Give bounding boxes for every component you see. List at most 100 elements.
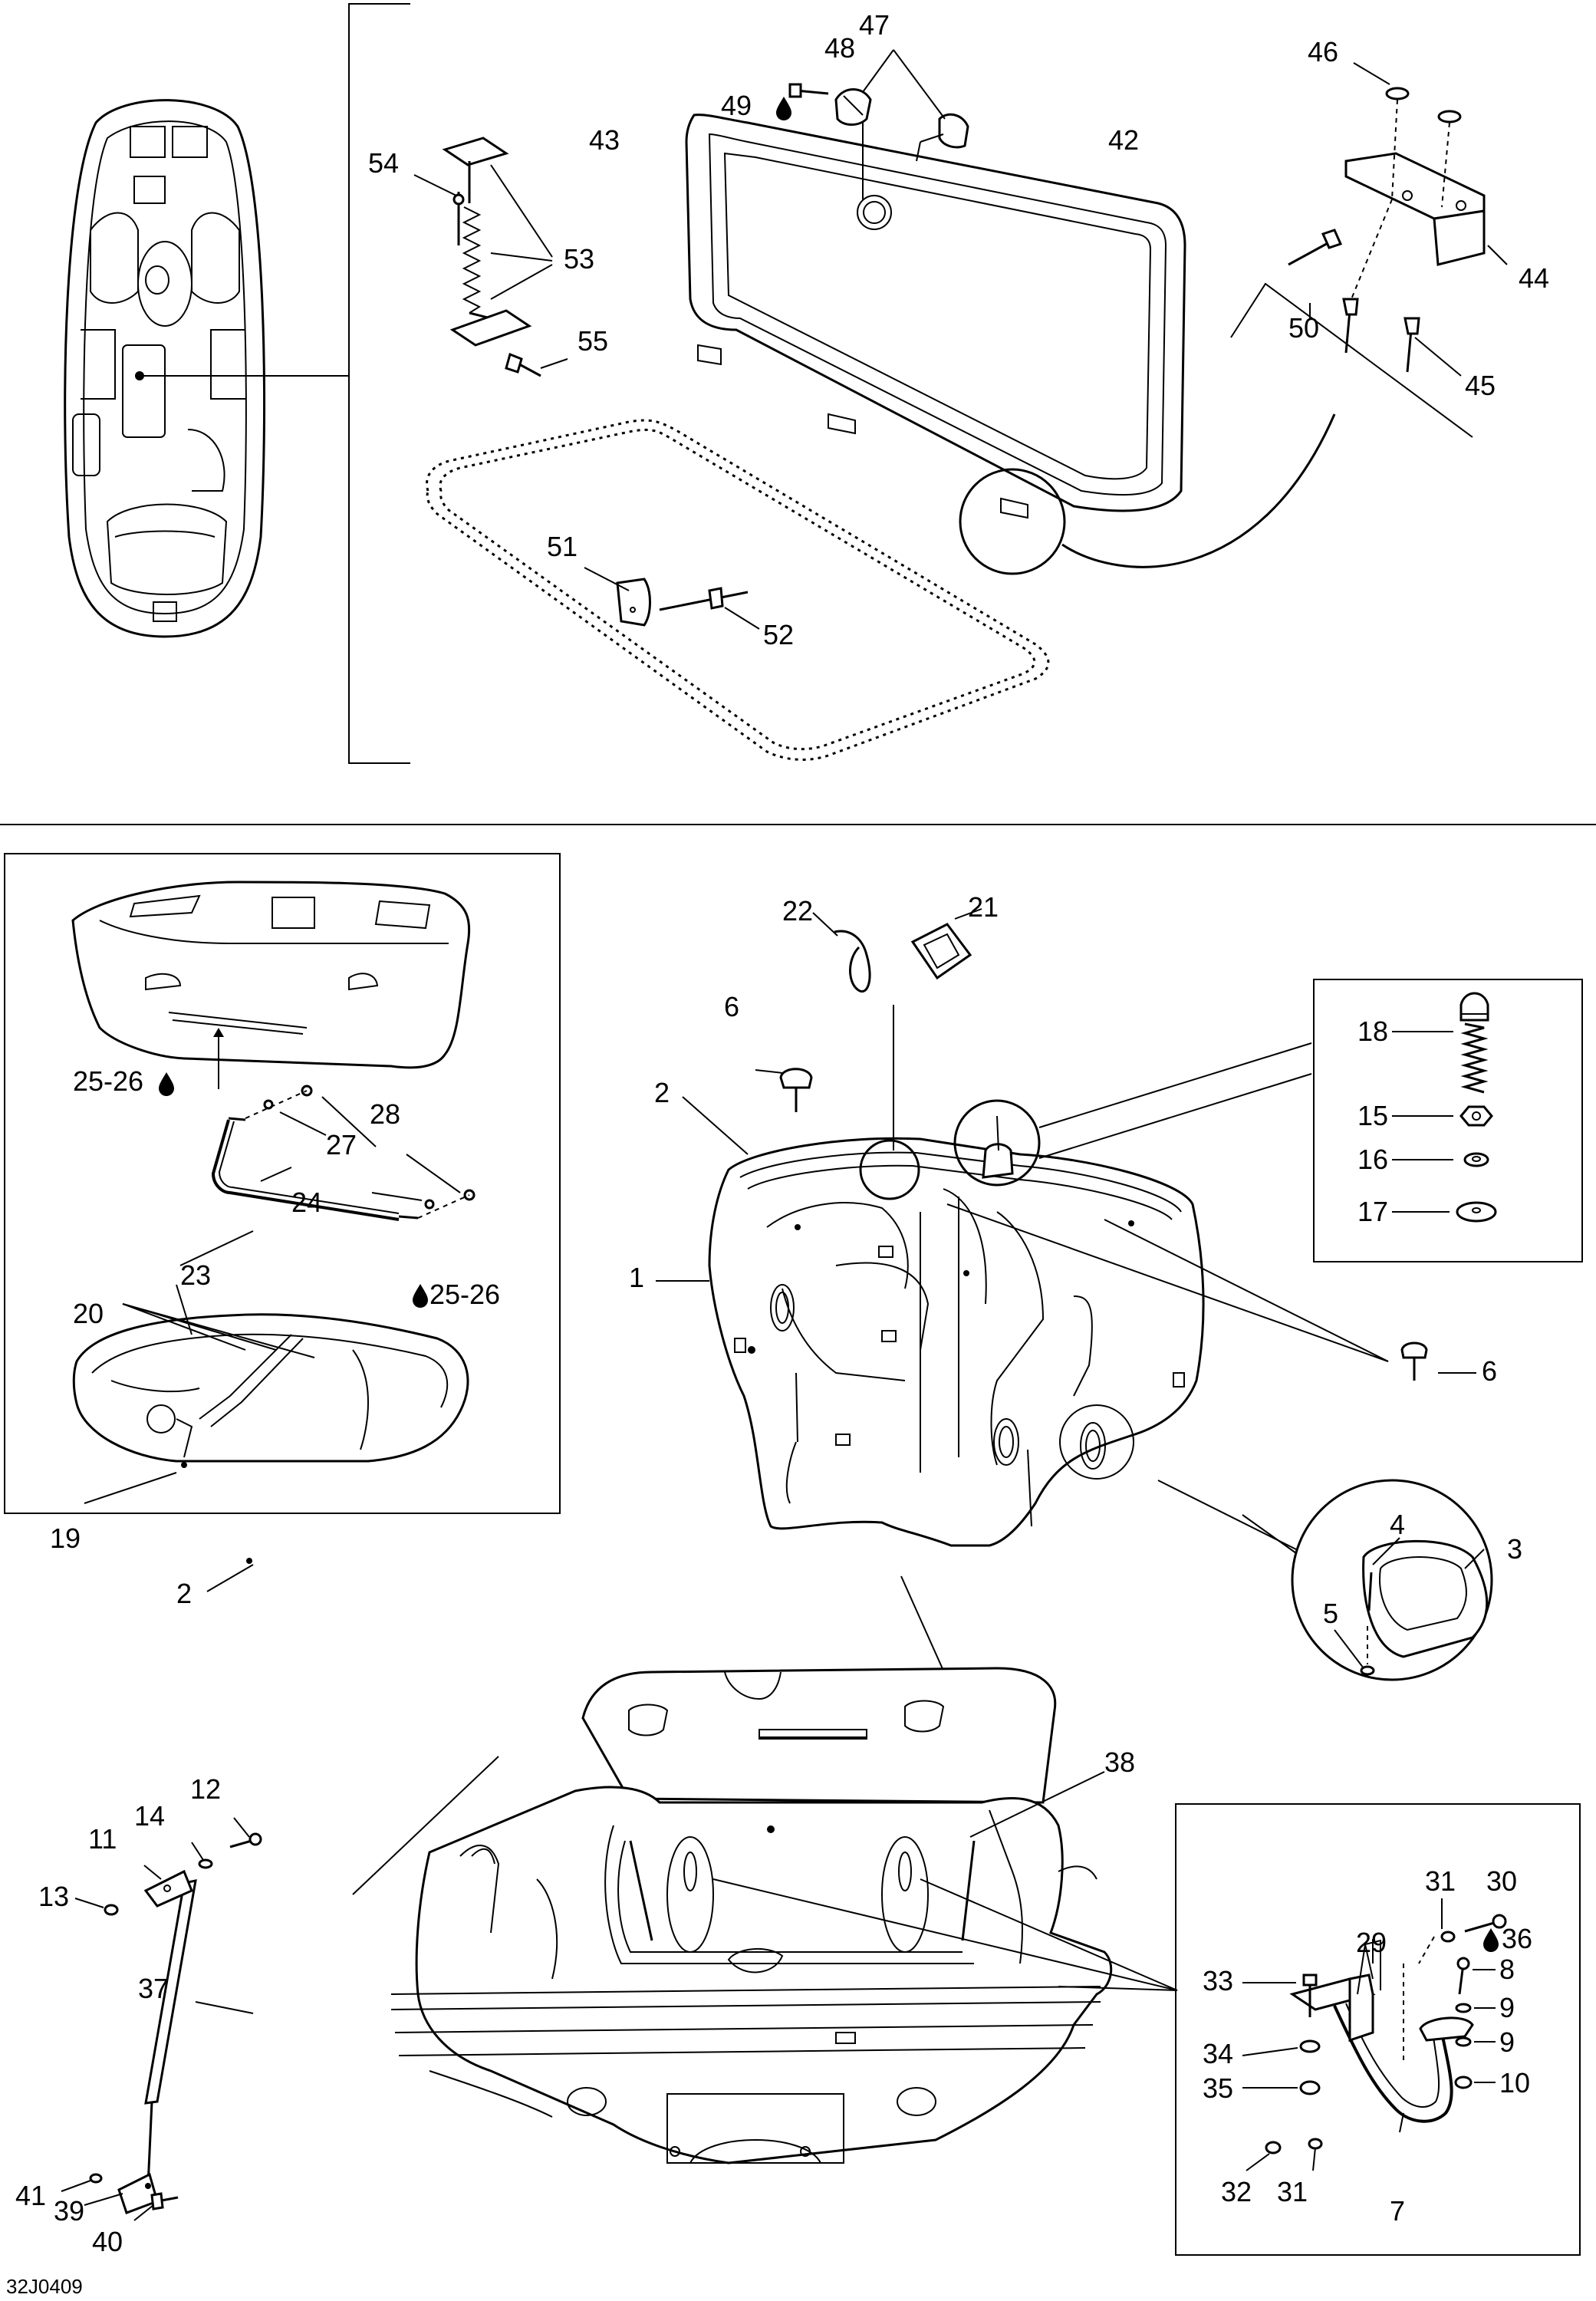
bolt-30 <box>1464 1914 1507 1933</box>
oil-drop-icon <box>413 1284 428 1308</box>
label-29: 29 <box>1356 1927 1387 1958</box>
label-15: 15 <box>1357 1100 1388 1131</box>
label-11: 11 <box>88 1823 117 1855</box>
hood-spring-53 <box>442 137 553 347</box>
label-27: 27 <box>326 1129 357 1160</box>
nut-10 <box>1454 2076 1496 2089</box>
rivet-52 <box>659 587 760 630</box>
label-35: 35 <box>1203 2072 1233 2104</box>
nut-41 <box>61 2173 103 2192</box>
bracket-11 <box>143 1865 193 1908</box>
nut-35 <box>1242 2080 1321 2095</box>
label-6-right: 6 <box>1482 1355 1497 1387</box>
label-9-b: 9 <box>1499 2026 1515 2058</box>
label-41: 41 <box>15 2180 46 2211</box>
storage-bin-top <box>71 881 471 1089</box>
label-55: 55 <box>578 325 608 357</box>
label-33: 33 <box>1203 1965 1233 1997</box>
washers-9 <box>1455 2003 1496 2047</box>
hood-opening-outline <box>426 419 1050 761</box>
label-34: 34 <box>1203 2038 1233 2069</box>
washer-17 <box>1392 1201 1497 1223</box>
label-52: 52 <box>763 619 794 650</box>
screw-48 <box>788 83 829 98</box>
label-32: 32 <box>1221 2176 1252 2207</box>
latch-47 <box>834 49 969 199</box>
label-22: 22 <box>782 895 813 927</box>
bolts-24-27-28 <box>228 1085 476 1220</box>
storage-tray-bottom <box>72 1284 469 1592</box>
label-3: 3 <box>1507 1533 1522 1565</box>
nut-15 <box>1392 1105 1493 1127</box>
label-2-inset: 2 <box>176 1578 192 1609</box>
rivet-54 <box>413 174 465 245</box>
label-51: 51 <box>547 531 578 562</box>
bolt-8 <box>1456 1957 1496 1995</box>
label-12: 12 <box>190 1773 221 1805</box>
label-2-tub: 2 <box>654 1077 670 1108</box>
rear-deck-assembly <box>195 1667 1178 2164</box>
label-4: 4 <box>1390 1509 1405 1540</box>
gas-spring-37 <box>144 1879 197 2187</box>
top-bracket <box>348 3 410 764</box>
label-7: 7 <box>1390 2195 1405 2227</box>
upper-right-inset-frame <box>1313 979 1583 1262</box>
label-9-a: 9 <box>1499 1992 1515 2023</box>
ski-pole-handle-7 <box>1333 2003 1474 2133</box>
hood-cover-assembly <box>685 114 1336 575</box>
label-30: 30 <box>1486 1865 1517 1897</box>
label-49: 49 <box>721 90 752 121</box>
bolt-33 <box>1242 1973 1318 2017</box>
bolt-18 <box>1392 992 1489 1094</box>
label-31-top: 31 <box>1425 1865 1456 1897</box>
washer-31 <box>1308 1898 1456 2171</box>
label-40: 40 <box>92 2226 123 2257</box>
label-20: 20 <box>73 1298 104 1329</box>
left-inset-frame <box>4 853 561 1514</box>
label-38: 38 <box>1104 1746 1135 1778</box>
label-46: 46 <box>1308 36 1338 67</box>
label-50: 50 <box>1288 312 1319 344</box>
label-31-bottom: 31 <box>1277 2176 1308 2207</box>
nut-32 <box>1246 2141 1282 2171</box>
lower-right-inset-frame <box>1175 1803 1581 2256</box>
oil-drop-icon <box>776 97 791 120</box>
reference-code: 32J0409 <box>6 2275 83 2298</box>
handle-23 <box>179 1119 400 1266</box>
label-25-26-bottom: 25-26 <box>429 1279 500 1310</box>
drain-cup-inset <box>1157 1479 1493 1681</box>
label-24: 24 <box>291 1187 322 1218</box>
rivet-40 <box>133 2192 179 2221</box>
push-rivet-6 <box>779 1068 1428 1381</box>
washer-34 <box>1242 2039 1321 2056</box>
oil-drop-icon <box>1483 1928 1499 1952</box>
rivet-55 <box>505 352 568 377</box>
label-37: 37 <box>138 1973 169 2004</box>
label-6-top: 6 <box>724 991 739 1022</box>
hinge-callout-bracket <box>1230 282 1473 438</box>
label-25-26-top: 25-26 <box>73 1065 143 1097</box>
label-21: 21 <box>968 891 999 923</box>
label-54: 54 <box>368 147 399 179</box>
label-16: 16 <box>1357 1144 1388 1175</box>
label-39: 39 <box>54 2195 84 2227</box>
label-48: 48 <box>824 32 855 64</box>
label-14: 14 <box>134 1800 165 1832</box>
label-43: 43 <box>589 124 620 156</box>
label-13: 13 <box>38 1881 69 1912</box>
clip-51 <box>584 567 651 627</box>
label-47: 47 <box>859 9 890 41</box>
label-28: 28 <box>370 1098 400 1130</box>
mount-21 <box>910 908 982 980</box>
rivets-45 <box>1342 199 1462 377</box>
rivet-50 <box>1288 229 1343 318</box>
tie-wrap-22 <box>812 912 871 992</box>
label-23: 23 <box>180 1259 211 1291</box>
nut-13 <box>74 1898 119 1916</box>
hull-top-view <box>64 99 349 638</box>
label-19: 19 <box>50 1522 81 1554</box>
bracket-29 <box>1289 1939 1381 2043</box>
label-1: 1 <box>629 1262 644 1293</box>
label-53: 53 <box>564 243 594 275</box>
